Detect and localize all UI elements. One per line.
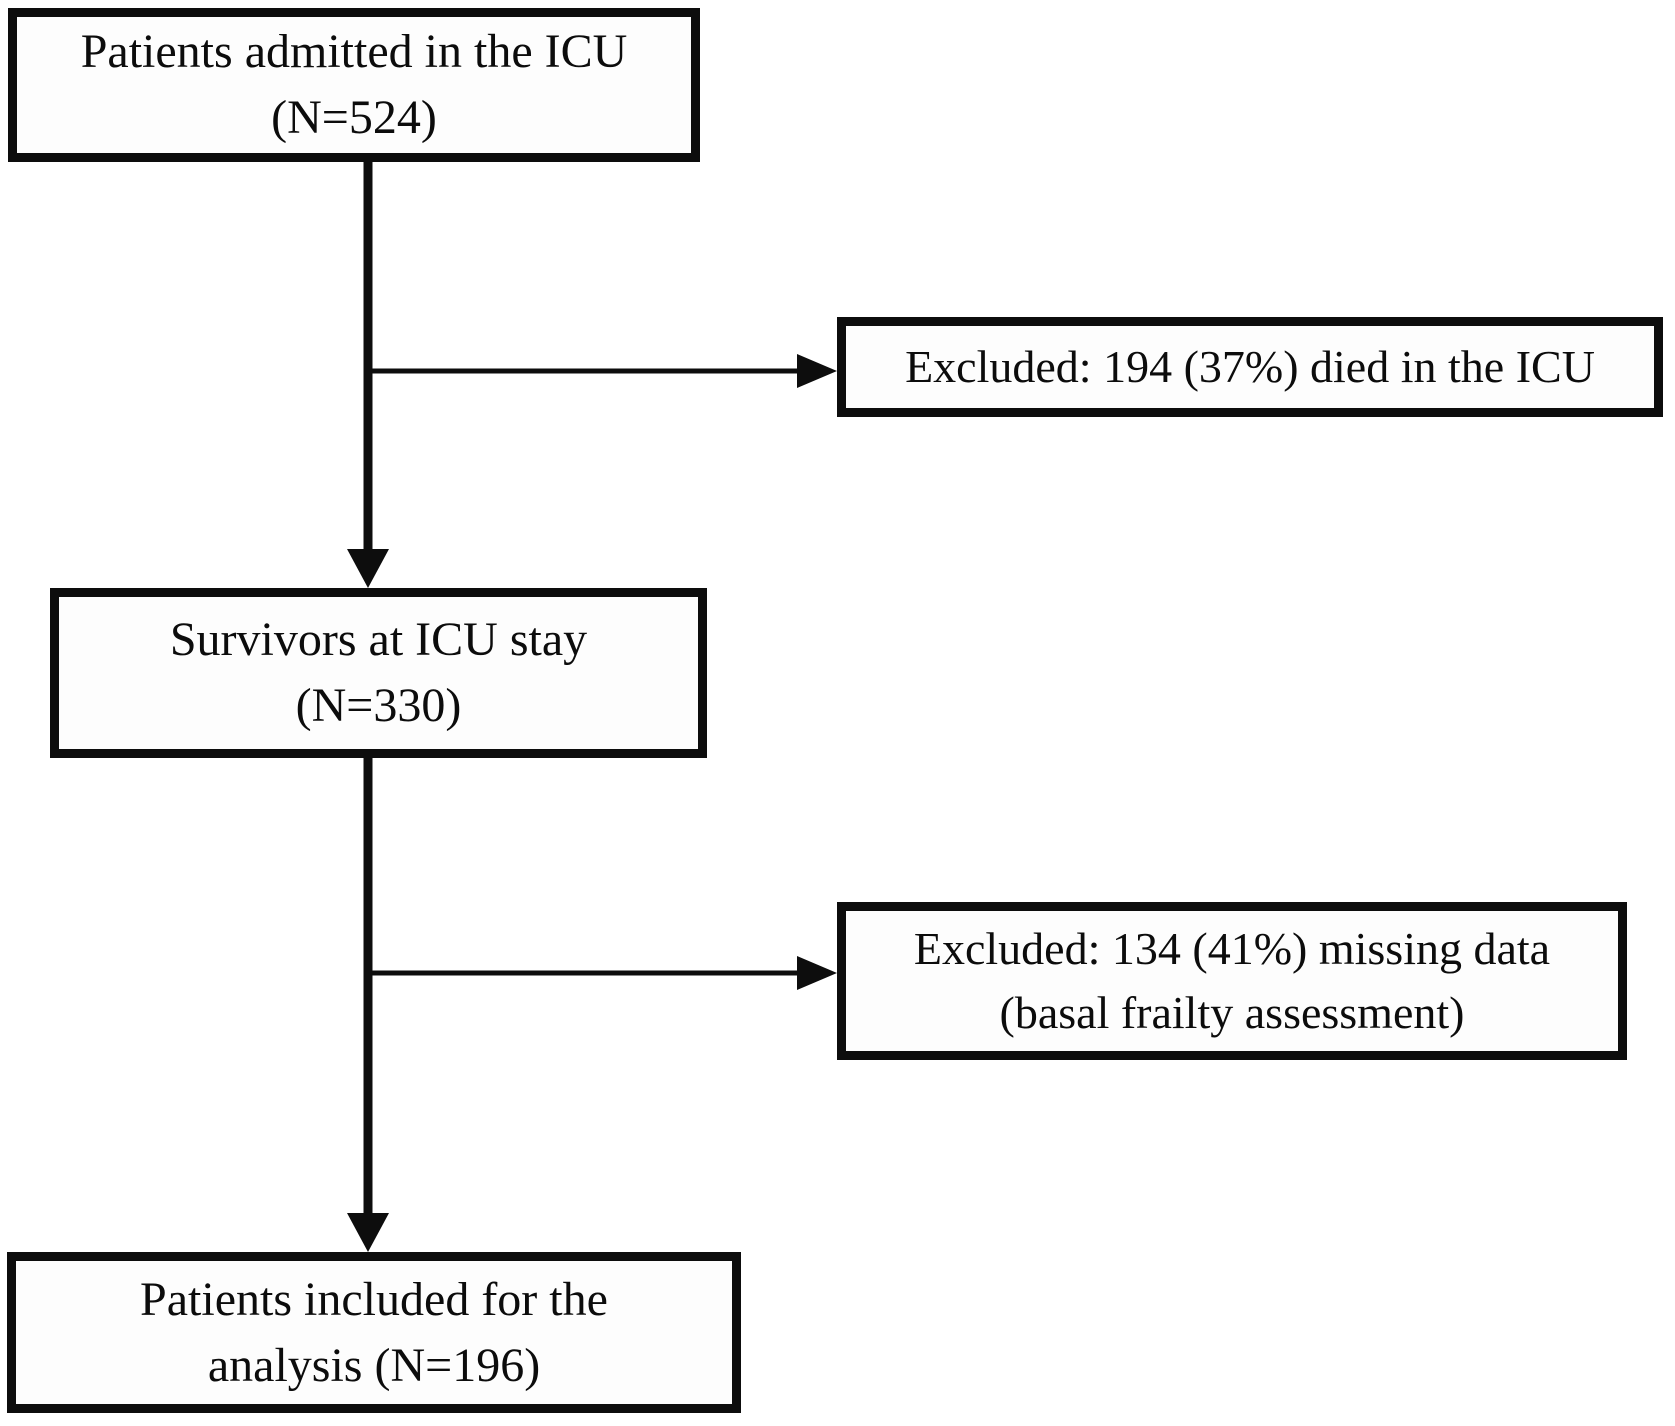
node-text-line: analysis (N=196) — [207, 1338, 541, 1392]
node-patients-admitted: Patients admitted in the ICU (N=524) — [8, 8, 700, 162]
node-text-line: Excluded: 194 (37%) died in the ICU — [905, 341, 1595, 392]
arrow-right-icon — [797, 354, 837, 388]
node-excluded-died-icu: Excluded: 194 (37%) died in the ICU — [837, 317, 1663, 417]
node-patients-included-analysis: Patients included for the analysis (N=19… — [7, 1252, 741, 1413]
node-text-line: Excluded: 134 (41%) missing data — [913, 923, 1551, 974]
arrow-down-icon — [347, 549, 389, 588]
node-excluded-missing-data: Excluded: 134 (41%) missing data (basal … — [837, 902, 1627, 1060]
node-survivors-icu-stay: Survivors at ICU stay (N=330) — [50, 588, 707, 758]
node-text-line: Survivors at ICU stay — [169, 613, 588, 666]
node-text-line: (N=524) — [271, 91, 437, 144]
connector-admitted-to-excluded-died — [368, 354, 837, 388]
node-text-line: Patients included for the — [140, 1272, 608, 1326]
connector-survivors-to-excluded-missing — [368, 956, 837, 990]
node-text-line: (basal frailty assessment) — [999, 987, 1465, 1038]
connector-admitted-to-survivors — [347, 162, 389, 588]
arrow-down-icon — [347, 1213, 389, 1252]
arrow-right-icon — [797, 956, 837, 990]
node-text-line: (N=330) — [295, 679, 462, 732]
node-text-line: Patients admitted in the ICU — [80, 25, 628, 78]
connector-survivors-to-included — [347, 757, 389, 1252]
